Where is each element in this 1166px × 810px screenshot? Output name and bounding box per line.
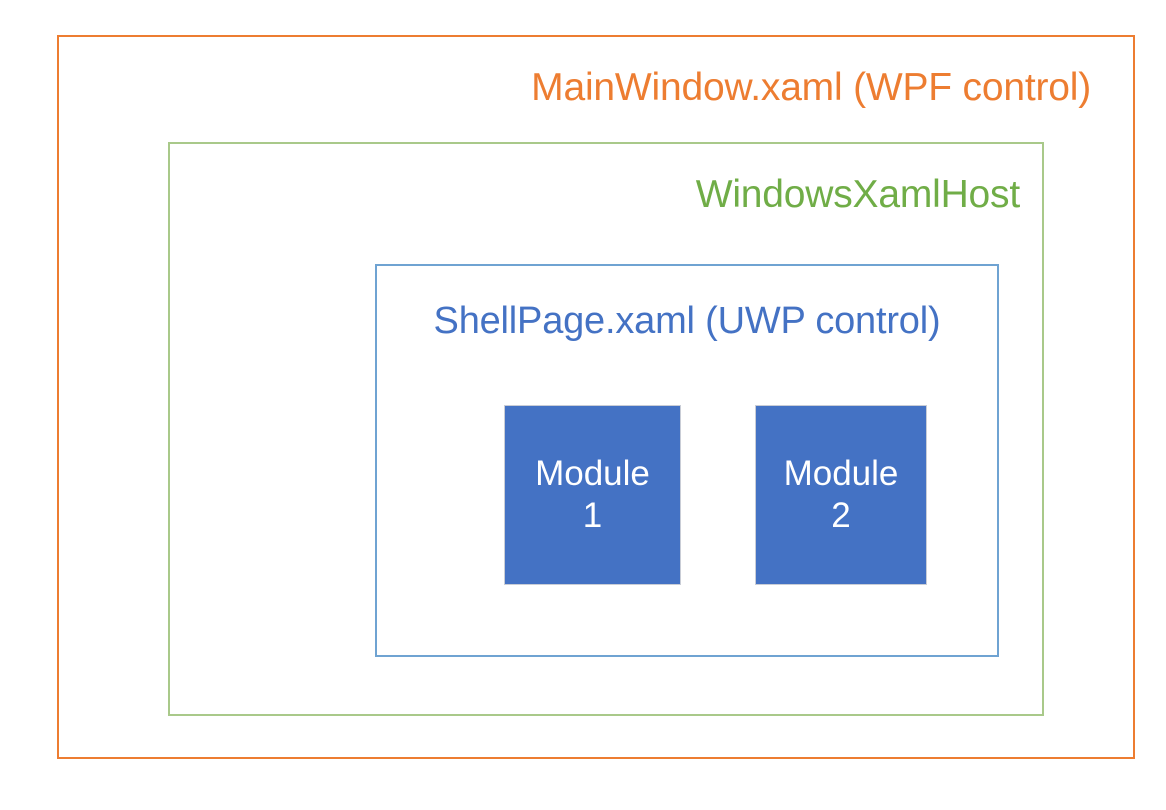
mainwindow-wpf-label: MainWindow.xaml (WPF control) <box>531 66 1091 109</box>
shellpage-uwp-label: ShellPage.xaml (UWP control) <box>433 300 941 342</box>
module-box-1: Module 1 <box>504 405 681 585</box>
module-1-title: Module <box>535 454 650 493</box>
mainwindow-wpf-container: MainWindow.xaml (WPF control) WindowsXam… <box>57 35 1135 759</box>
windowsxamlhost-container: WindowsXamlHost ShellPage.xaml (UWP cont… <box>168 142 1044 716</box>
module-2-number: 2 <box>831 496 851 535</box>
windowsxamlhost-label: WindowsXamlHost <box>695 173 1020 216</box>
module-row: Module 1 Module 2 <box>377 405 997 587</box>
module-1-number: 1 <box>582 496 603 535</box>
module-2-title: Module <box>783 454 899 493</box>
module-box-2: Module 2 <box>755 405 927 585</box>
shellpage-uwp-container: ShellPage.xaml (UWP control) Module 1 Mo… <box>375 264 999 657</box>
